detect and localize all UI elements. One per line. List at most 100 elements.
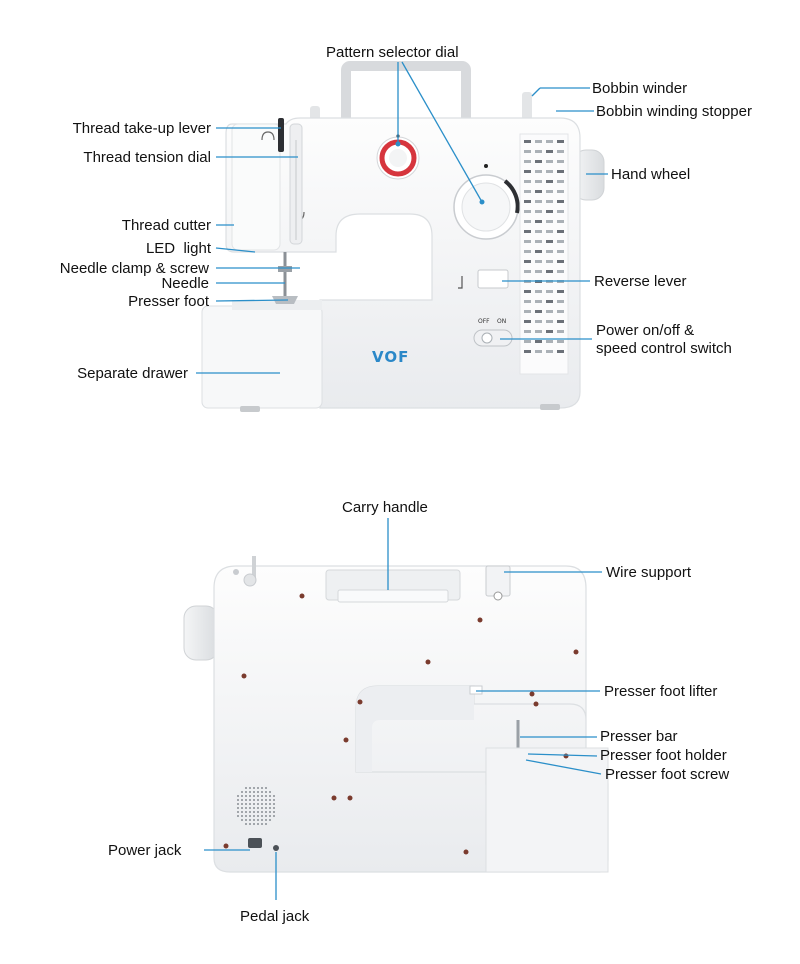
pattern-glyph — [524, 190, 531, 193]
pattern-glyph — [535, 310, 542, 313]
grille-hole — [257, 799, 259, 801]
grille-hole — [269, 799, 271, 801]
pattern-glyph — [524, 160, 531, 163]
grille-hole — [237, 807, 239, 809]
back-leaders — [204, 518, 602, 900]
label-separate-drawer: Separate drawer — [77, 365, 188, 382]
grille-hole — [249, 819, 251, 821]
pattern-glyph — [546, 230, 553, 233]
grille-hole — [257, 803, 259, 805]
pattern-glyph — [557, 270, 564, 273]
pattern-glyph — [557, 200, 564, 203]
grille-hole — [241, 795, 243, 797]
pattern-glyph — [557, 230, 564, 233]
grille-hole — [245, 815, 247, 817]
front-pattern-glyphs — [524, 140, 564, 353]
grille-hole — [261, 795, 263, 797]
back-power-jack-shape — [248, 838, 262, 848]
pattern-glyph — [535, 230, 542, 233]
pattern-glyph — [557, 260, 564, 263]
pattern-glyph — [535, 350, 542, 353]
pattern-glyph — [535, 300, 542, 303]
grille-hole — [261, 811, 263, 813]
front-carry-handle — [341, 61, 471, 129]
pattern-glyph — [524, 270, 531, 273]
pattern-glyph — [546, 160, 553, 163]
pattern-glyph — [546, 340, 553, 343]
brand-logo: VOF — [372, 348, 409, 366]
grille-hole — [245, 807, 247, 809]
grille-hole — [237, 799, 239, 801]
grille-hole — [257, 819, 259, 821]
label-presser-foot-lifter: Presser foot lifter — [604, 683, 717, 700]
grille-hole — [253, 823, 255, 825]
grille-hole — [269, 803, 271, 805]
pattern-glyph — [524, 260, 531, 263]
grille-hole — [253, 803, 255, 805]
pattern-glyph — [535, 170, 542, 173]
pattern-glyph — [546, 310, 553, 313]
grille-hole — [265, 795, 267, 797]
pattern-glyph — [535, 270, 542, 273]
grille-hole — [261, 815, 263, 817]
label-power-switch-line2: speed control switch — [596, 340, 732, 357]
grille-hole — [257, 795, 259, 797]
label-pedal-jack: Pedal jack — [240, 908, 310, 925]
pattern-glyph — [546, 200, 553, 203]
label-presser-foot-screw: Presser foot screw — [605, 766, 729, 783]
front-power-switch-shape — [473, 329, 513, 347]
grille-hole — [245, 819, 247, 821]
grille-hole — [265, 819, 267, 821]
pattern-glyph — [524, 240, 531, 243]
grille-hole — [261, 807, 263, 809]
grille-hole — [245, 799, 247, 801]
front-reverse-lever-shape — [477, 269, 509, 289]
label-presser-foot: Presser foot — [128, 293, 210, 310]
pattern-glyph — [557, 170, 564, 173]
label-presser-foot-holder: Presser foot holder — [600, 747, 727, 764]
grille-hole — [249, 811, 251, 813]
pattern-glyph — [557, 310, 564, 313]
label-hand-wheel: Hand wheel — [611, 166, 690, 183]
pattern-glyph — [524, 330, 531, 333]
grille-hole — [249, 791, 251, 793]
grille-hole — [261, 799, 263, 801]
pattern-glyph — [524, 220, 531, 223]
pattern-glyph — [546, 170, 553, 173]
label-power-switch-line1: Power on/off & — [596, 322, 694, 339]
pattern-glyph — [557, 340, 564, 343]
grille-hole — [269, 791, 271, 793]
pattern-glyph — [524, 320, 531, 323]
label-pattern-selector-dial: Pattern selector dial — [326, 44, 459, 61]
grille-hole — [265, 807, 267, 809]
pattern-glyph — [546, 150, 553, 153]
pattern-glyph — [557, 190, 564, 193]
pattern-glyph — [557, 350, 564, 353]
grille-hole — [253, 807, 255, 809]
pattern-glyph — [546, 350, 553, 353]
grille-hole — [273, 795, 275, 797]
label-wire-support: Wire support — [606, 564, 692, 581]
label-needle-clamp-screw: Needle clamp & screw — [60, 260, 209, 277]
back-pedal-jack-shape — [273, 845, 279, 851]
pattern-glyph — [524, 290, 531, 293]
pattern-glyph — [524, 210, 531, 213]
grille-hole — [257, 807, 259, 809]
label-presser-bar: Presser bar — [600, 728, 678, 745]
front-take-up-lever-shape — [278, 118, 284, 152]
grille-hole — [253, 795, 255, 797]
pattern-glyph — [535, 260, 542, 263]
pattern-glyph — [546, 260, 553, 263]
front-machine: OFF ON VOF — [201, 61, 605, 412]
label-bobbin-winding-stopper: Bobbin winding stopper — [596, 103, 752, 120]
pattern-glyph — [546, 210, 553, 213]
grille-hole — [245, 803, 247, 805]
switch-off-text: OFF — [478, 318, 490, 325]
grille-hole — [253, 811, 255, 813]
pattern-glyph — [557, 220, 564, 223]
front-bobbin-winder-shape — [522, 92, 532, 120]
grille-hole — [253, 819, 255, 821]
label-thread-take-up-lever: Thread take-up lever — [73, 120, 211, 137]
grille-hole — [273, 799, 275, 801]
pattern-glyph — [546, 270, 553, 273]
